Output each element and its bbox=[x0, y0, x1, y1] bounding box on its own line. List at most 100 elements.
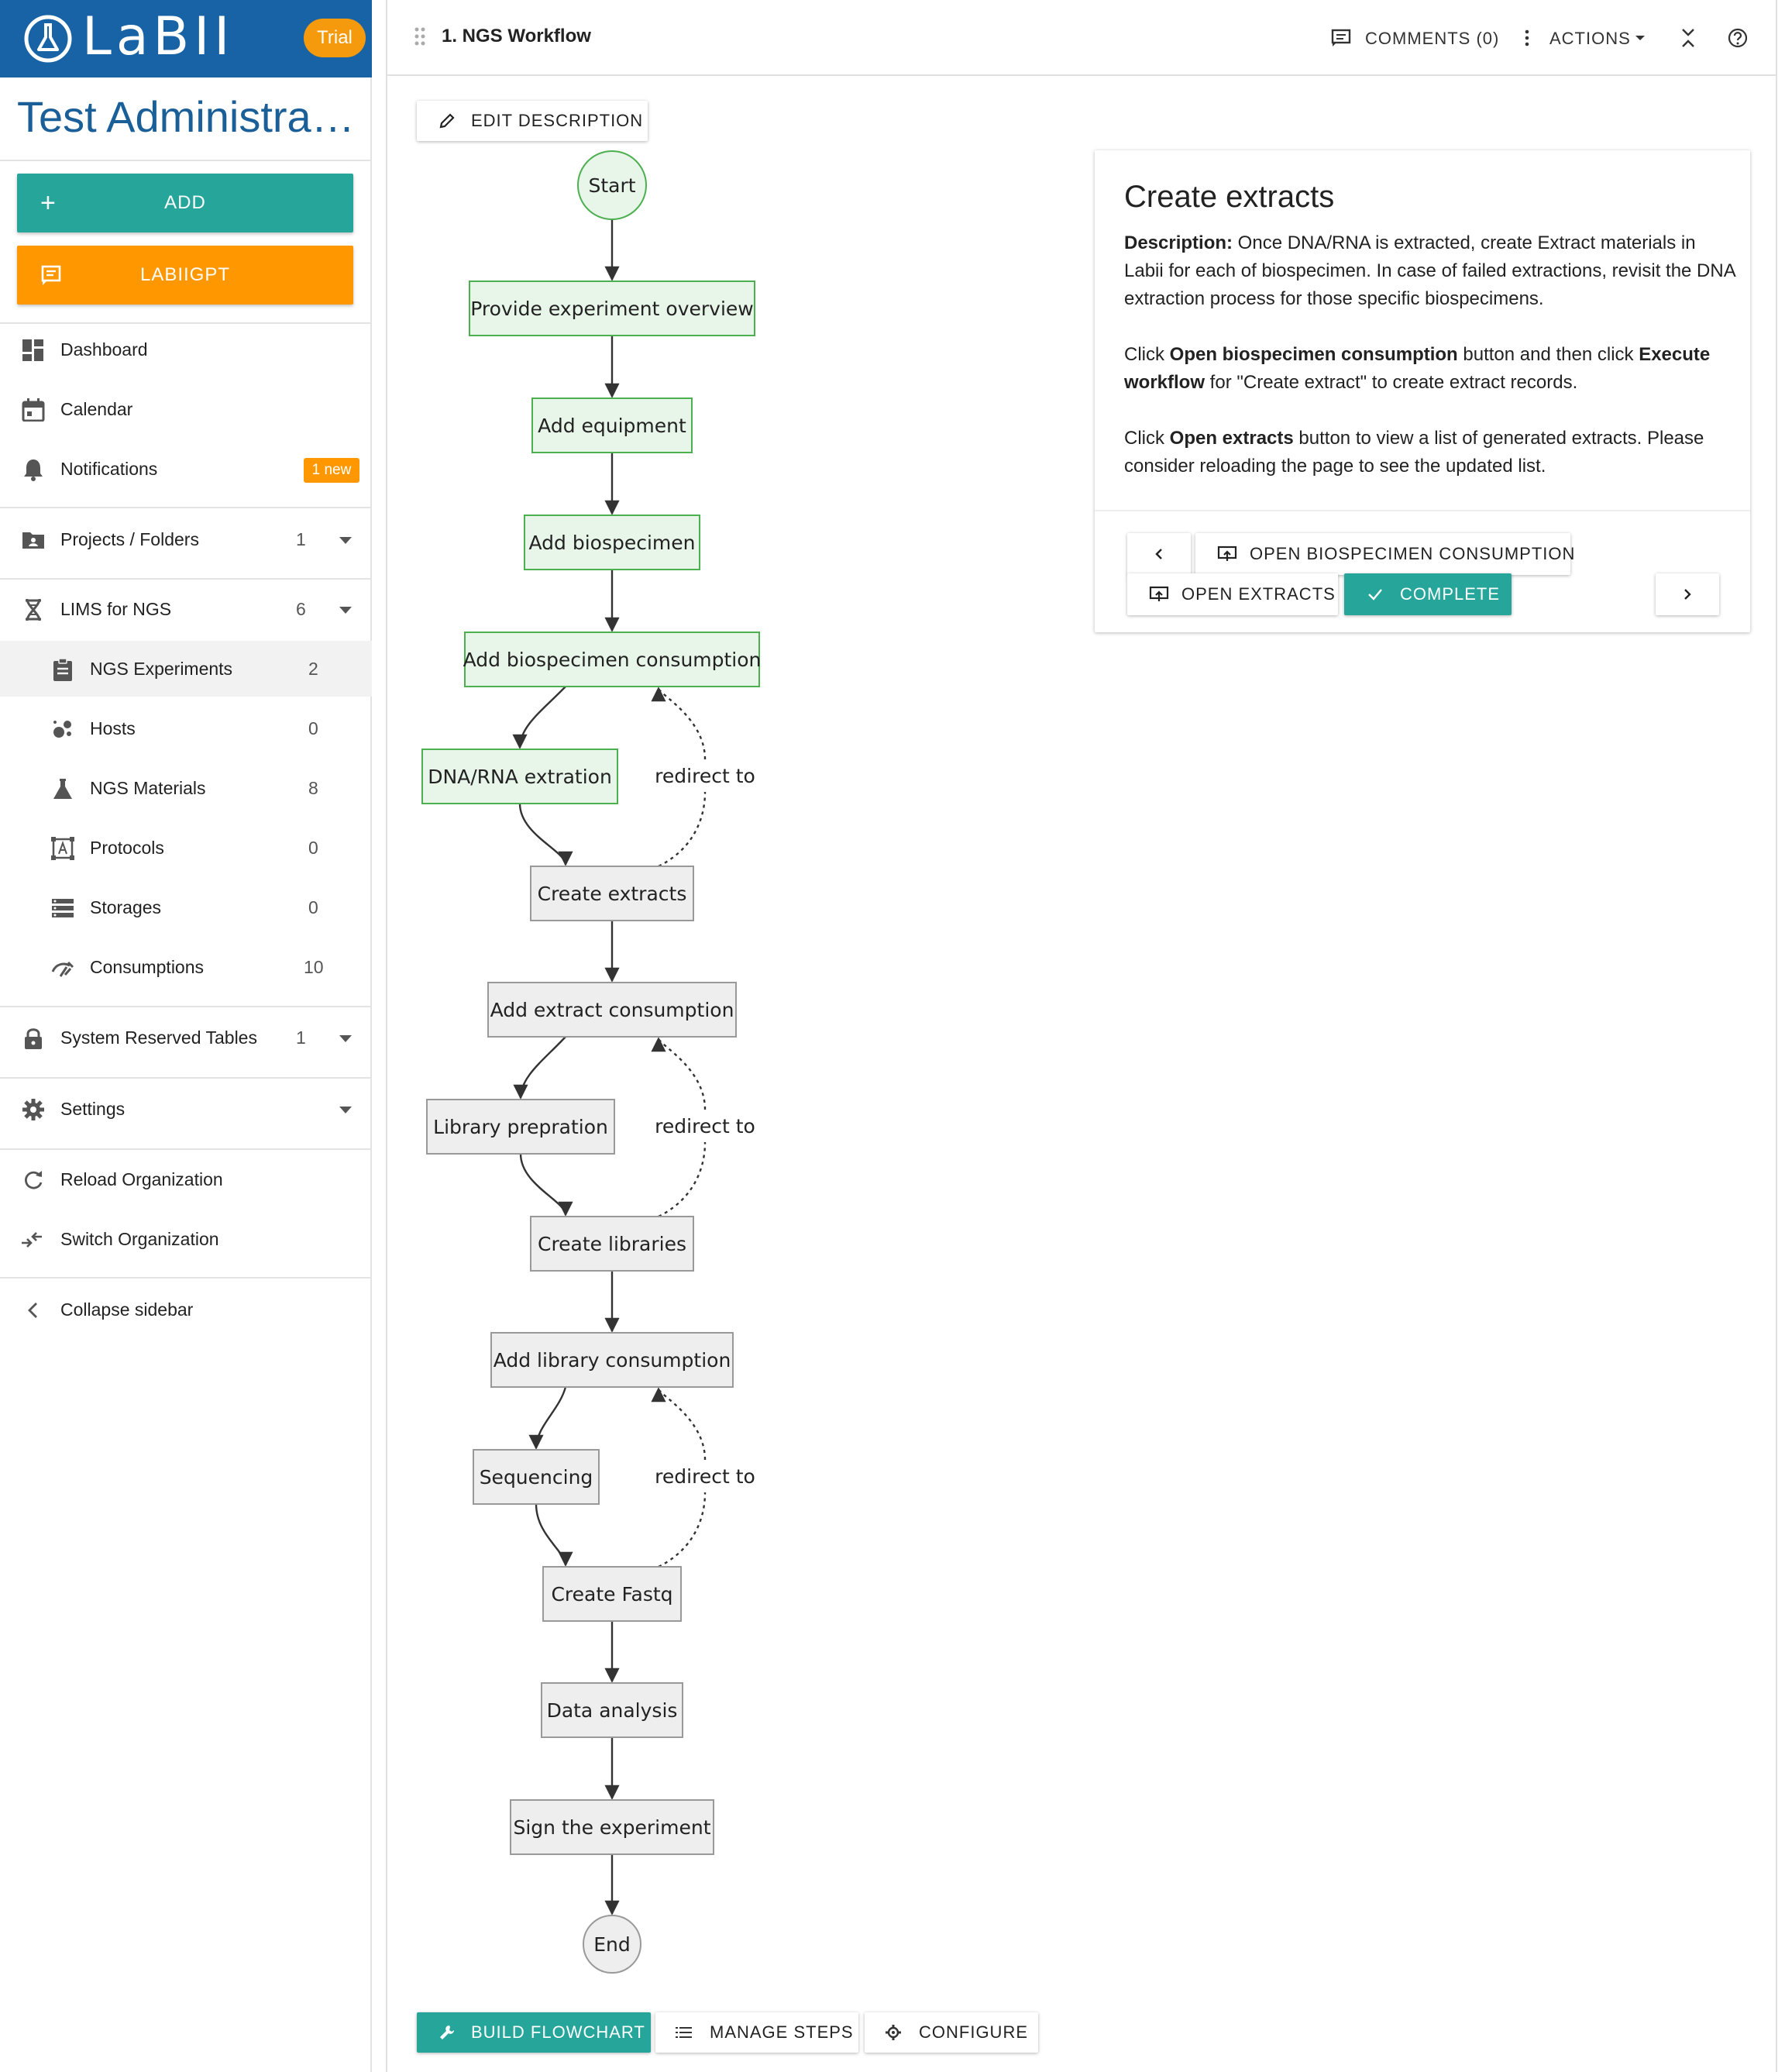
description-label: Description: bbox=[1124, 232, 1233, 253]
flowchart-node-fastq[interactable]: Create Fastq bbox=[542, 1566, 682, 1622]
manage-steps-label: MANAGE STEPS bbox=[710, 2022, 854, 2042]
protocol-icon bbox=[51, 837, 74, 860]
add-button[interactable]: + ADD bbox=[17, 174, 353, 232]
flowchart-edge bbox=[518, 803, 573, 866]
flowchart-node-start[interactable]: Start bbox=[577, 150, 647, 220]
calendar-icon bbox=[22, 398, 45, 422]
flowchart-node-library-consumption[interactable]: Add library consumption bbox=[490, 1332, 734, 1388]
next-step-button[interactable] bbox=[1656, 573, 1719, 615]
sidebar-item-hosts[interactable]: Hosts 0 bbox=[0, 700, 372, 756]
complete-button[interactable]: COMPLETE bbox=[1344, 573, 1512, 615]
chevron-right-icon bbox=[1684, 589, 1691, 600]
configure-button[interactable]: CONFIGURE bbox=[865, 2012, 1038, 2053]
sidebar-item-lims-for-ngs[interactable]: LIMS for NGS 6 bbox=[0, 581, 372, 637]
sidebar-item-label: NGS Materials bbox=[90, 778, 206, 798]
collapse-vertical-icon[interactable] bbox=[1680, 28, 1697, 48]
flowchart-node-end[interactable]: End bbox=[583, 1915, 641, 1974]
flowchart-node-libraries[interactable]: Create libraries bbox=[530, 1216, 694, 1272]
bacteria-icon bbox=[53, 721, 71, 738]
open-extracts-button[interactable]: OPEN EXTRACTS bbox=[1127, 573, 1338, 615]
sidebar-item-count: 0 bbox=[308, 897, 318, 917]
drag-handle-icon[interactable] bbox=[414, 26, 426, 46]
flowchart-node-library-prep[interactable]: Library prepration bbox=[426, 1099, 615, 1155]
gear-icon bbox=[22, 1099, 44, 1120]
dna-icon bbox=[26, 598, 41, 621]
sidebar-item-reload-organization[interactable]: Reload Organization bbox=[0, 1151, 372, 1207]
help-icon[interactable] bbox=[1728, 28, 1748, 48]
manage-steps-button[interactable]: MANAGE STEPS bbox=[655, 2012, 858, 2053]
divider bbox=[0, 1006, 372, 1007]
labiigpt-button[interactable]: LABIIGPT bbox=[17, 246, 353, 305]
sidebar-item-protocols[interactable]: Protocols 0 bbox=[0, 820, 372, 876]
flowchart-node-label: End bbox=[593, 1933, 631, 1956]
sidebar-item-label: Hosts bbox=[90, 718, 136, 738]
flowchart-node-analysis[interactable]: Data analysis bbox=[541, 1682, 683, 1738]
flowchart-node-dna[interactable]: DNA/RNA extration bbox=[421, 749, 618, 804]
sidebar-item-label: Protocols bbox=[90, 838, 164, 858]
flowchart-node-label: Add biospecimen consumption bbox=[463, 649, 762, 671]
list-icon bbox=[676, 2027, 692, 2038]
sidebar-item-calendar[interactable]: Calendar bbox=[0, 381, 372, 437]
pencil-icon bbox=[439, 113, 455, 129]
caret-down-icon[interactable] bbox=[339, 537, 352, 544]
sidebar-item-ngs-materials[interactable]: NGS Materials 8 bbox=[0, 760, 372, 816]
flowchart-node-biospec-consumption[interactable]: Add biospecimen consumption bbox=[463, 632, 762, 687]
reload-icon bbox=[25, 1171, 43, 1189]
flowchart-node-extract-consumption[interactable]: Add extract consumption bbox=[487, 982, 737, 1038]
sidebar-item-dashboard[interactable]: Dashboard bbox=[0, 322, 372, 377]
switch-icon bbox=[22, 1232, 42, 1248]
edit-description-label: EDIT DESCRIPTION bbox=[471, 111, 644, 130]
actions-menu[interactable]: ACTIONS bbox=[1523, 0, 1647, 76]
build-flowchart-button[interactable]: BUILD FLOWCHART bbox=[417, 2012, 651, 2053]
divider bbox=[0, 1277, 372, 1279]
caret-down-icon[interactable] bbox=[339, 1107, 352, 1113]
sidebar-item-projects-folders[interactable]: Projects / Folders 1 bbox=[0, 511, 372, 567]
flowchart-node-overview[interactable]: Provide experiment overview bbox=[469, 281, 755, 336]
complete-label: COMPLETE bbox=[1400, 584, 1501, 604]
sidebar-item-label: Calendar bbox=[60, 399, 133, 419]
comment-icon bbox=[1331, 29, 1351, 46]
sidebar-item-ngs-experiments[interactable]: NGS Experiments 2 bbox=[0, 641, 372, 697]
trial-badge[interactable]: Trial bbox=[304, 19, 366, 57]
sidebar-item-storages[interactable]: Storages 0 bbox=[0, 879, 372, 935]
flowchart-redirect-edge bbox=[659, 688, 707, 868]
build-flowchart-label: BUILD FLOWCHART bbox=[471, 2022, 645, 2042]
sidebar-item-count: 2 bbox=[308, 659, 318, 679]
chevron-left-icon bbox=[28, 1303, 37, 1318]
flowchart-node-sequencing[interactable]: Sequencing bbox=[473, 1449, 600, 1505]
logo-icon[interactable] bbox=[23, 14, 73, 64]
sidebar-item-count: 6 bbox=[296, 599, 306, 619]
sidebar-item-consumptions[interactable]: Consumptions 10 bbox=[0, 939, 372, 995]
open-biospecimen-consumption-button[interactable]: OPEN BIOSPECIMEN CONSUMPTION bbox=[1195, 533, 1574, 575]
sidebar-item-label: Storages bbox=[90, 897, 162, 917]
edit-description-button[interactable]: EDIT DESCRIPTION bbox=[417, 101, 648, 141]
sidebar-item-label: Reload Organization bbox=[60, 1169, 223, 1189]
redirect-label: redirect to bbox=[655, 1465, 755, 1488]
sidebar-item-switch-organization[interactable]: Switch Organization bbox=[0, 1211, 372, 1267]
divider bbox=[1095, 510, 1750, 511]
caret-down-icon[interactable] bbox=[339, 1035, 352, 1042]
sidebar-item-system-reserved-tables[interactable]: System Reserved Tables 1 bbox=[0, 1010, 372, 1065]
flowchart-node-biospecimen[interactable]: Add biospecimen bbox=[524, 515, 700, 570]
flowchart-node-label: Sequencing bbox=[480, 1466, 593, 1489]
chevron-left-icon bbox=[1155, 549, 1162, 559]
flowchart-node-extracts[interactable]: Create extracts bbox=[530, 866, 694, 921]
bell-icon bbox=[24, 459, 43, 481]
comments-button[interactable]: COMMENTS (0) bbox=[1331, 0, 1501, 76]
storage-icon bbox=[52, 899, 74, 917]
sidebar-item-count: 0 bbox=[308, 838, 318, 858]
sidebar-item-settings[interactable]: Settings bbox=[0, 1081, 372, 1137]
folder-icon bbox=[22, 532, 44, 549]
caret-down-icon bbox=[1635, 36, 1645, 40]
plus-icon: + bbox=[40, 188, 57, 218]
sidebar-item-notifications[interactable]: Notifications 1 new bbox=[0, 441, 372, 497]
sidebar-item-label: Settings bbox=[60, 1099, 126, 1119]
flowchart-node-sign[interactable]: Sign the experiment bbox=[510, 1799, 714, 1855]
flowchart-node-equipment[interactable]: Add equipment bbox=[531, 398, 693, 453]
workflow-title: 1. NGS Workflow bbox=[442, 26, 591, 46]
caret-down-icon[interactable] bbox=[339, 607, 352, 614]
previous-step-button[interactable] bbox=[1127, 533, 1191, 575]
sidebar: LaBII Trial Test Administrat… + ADD LABI… bbox=[0, 0, 372, 2072]
sidebar-item-collapse-sidebar[interactable]: Collapse sidebar bbox=[0, 1282, 372, 1337]
logo-text[interactable]: LaBII bbox=[82, 6, 235, 67]
